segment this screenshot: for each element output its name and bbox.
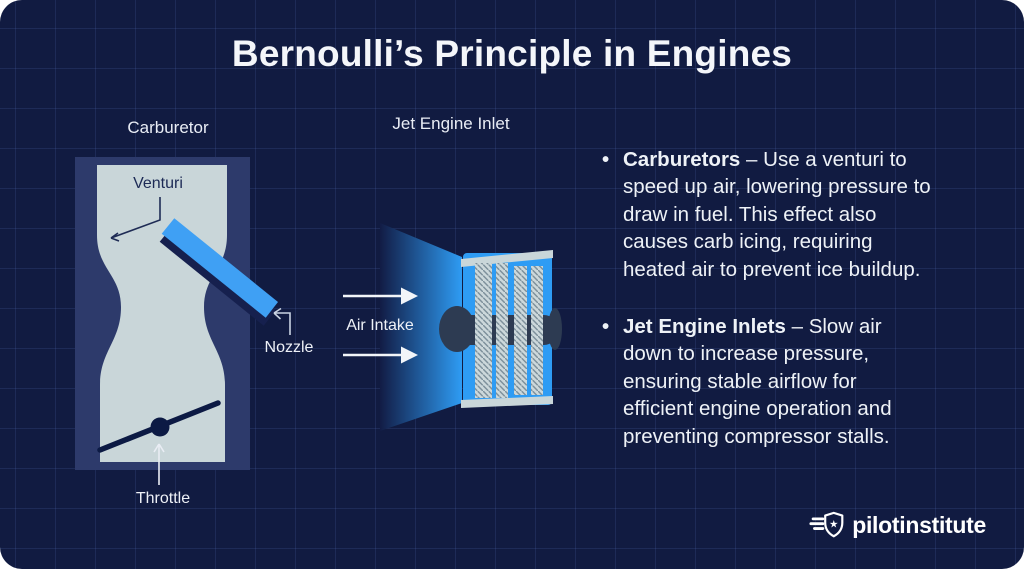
brand-logo: ★ pilotinstitute — [809, 510, 986, 540]
bullet-carburetors-lead: Carburetors — [623, 148, 741, 171]
intake-duct-shape — [380, 223, 462, 431]
carburetor-diagram — [75, 157, 291, 485]
venturi-label: Venturi — [133, 175, 183, 192]
pilot-institute-badge-icon: ★ — [809, 511, 844, 538]
bullet-carburetors: Carburetors – Use a venturi to speed up … — [602, 146, 932, 283]
bullet-jet-inlets-text: – Slow air down to increase pressure, en… — [623, 315, 892, 448]
engine-shaft-tail — [548, 308, 562, 350]
throttle-label: Throttle — [135, 490, 191, 507]
nozzle-label: Nozzle — [264, 339, 314, 356]
nozzle-callout-line — [273, 307, 291, 335]
nozzle-shape — [161, 218, 278, 318]
air-intake-arrow-bottom — [343, 346, 418, 364]
info-bullets: Carburetors – Use a venturi to speed up … — [602, 146, 932, 450]
bullet-carburetors-text: – Use a venturi to speed up air, lowerin… — [623, 148, 931, 281]
compressor-stage-4 — [531, 266, 543, 395]
brand-name: pilotinstitute — [852, 511, 986, 538]
compressor-stage-2 — [496, 263, 508, 398]
page-title: Bernoulli’s Principle in Engines — [231, 33, 793, 74]
compressor-stage-3 — [514, 266, 527, 395]
air-intake-arrow-top — [343, 287, 418, 305]
compressor-stage-1 — [475, 263, 492, 398]
throttle-callout-arrow — [153, 443, 165, 485]
bullet-jet-engine-inlets: Jet Engine Inlets – Slow air down to inc… — [602, 313, 932, 450]
engine-hub — [439, 306, 475, 352]
carburetor-section-label: Carburetor — [127, 118, 209, 137]
svg-text:★: ★ — [829, 518, 838, 530]
venturi-callout-arrow — [110, 197, 161, 242]
bullet-jet-inlets-lead: Jet Engine Inlets — [623, 315, 786, 339]
throttle-pivot — [150, 417, 170, 437]
inlet-lip-bottom — [461, 396, 553, 408]
jet-inlet-section-label: Jet Engine Inlet — [392, 114, 510, 133]
jet-inlet-diagram — [343, 223, 562, 431]
air-intake-label: Air Intake — [346, 317, 414, 334]
inlet-lip-top — [461, 250, 553, 267]
